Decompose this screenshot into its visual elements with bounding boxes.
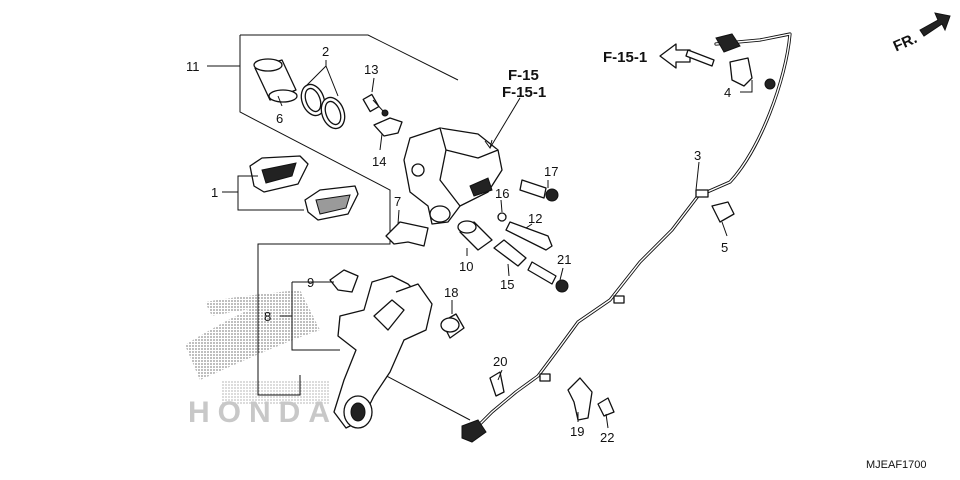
sensor-wire <box>474 32 792 430</box>
watermark-logo: HONDA <box>185 290 338 429</box>
label-21: 21 <box>557 252 571 267</box>
bleed-valve <box>362 93 389 117</box>
label-3: 3 <box>694 148 701 163</box>
caliper-bolt <box>519 179 559 202</box>
bracket-grommet <box>764 78 776 90</box>
reference-label-bottom: F-15-1 <box>502 84 546 101</box>
label-7: 7 <box>394 194 401 209</box>
label-2: 2 <box>322 44 329 59</box>
label-12: 12 <box>528 211 542 226</box>
front-label: FR. <box>891 30 920 55</box>
label-5: 5 <box>721 240 728 255</box>
label-1: 1 <box>211 185 218 200</box>
pin-sleeve <box>493 239 527 267</box>
brake-pads <box>249 155 359 221</box>
sensor-bolt <box>489 371 505 397</box>
mount-bolt <box>685 49 715 67</box>
wire-bracket <box>729 57 753 87</box>
label-11: 11 <box>186 59 200 74</box>
pad-retainer-clip <box>385 221 429 247</box>
label-9: 9 <box>307 275 314 290</box>
label-8: 8 <box>264 309 271 324</box>
piston <box>253 58 298 103</box>
label-4: 4 <box>724 85 731 100</box>
sensor-stay <box>567 377 593 421</box>
label-14: 14 <box>372 154 386 169</box>
label-18: 18 <box>444 285 458 300</box>
part-labels: 11 2 6 13 14 1 7 9 8 10 15 16 12 17 21 1… <box>186 44 927 471</box>
reference-arrow-label: F-15-1 <box>603 49 647 66</box>
stay-bolt <box>597 397 615 417</box>
sleeve <box>457 220 493 251</box>
label-17: 17 <box>544 164 558 179</box>
label-15: 15 <box>500 277 514 292</box>
label-19: 19 <box>570 424 584 439</box>
wire-clamp <box>711 201 735 223</box>
label-6: 6 <box>276 111 283 126</box>
piston-seals <box>300 83 346 130</box>
slide-pin <box>505 221 553 251</box>
boot <box>440 313 465 339</box>
label-22: 22 <box>600 430 614 445</box>
bracket-clip <box>329 269 359 293</box>
reference-arrow: F-15-1 <box>603 43 691 69</box>
watermark-text: HONDA <box>188 396 338 429</box>
caliper-bracket <box>333 275 433 429</box>
bleed-cap <box>373 117 403 137</box>
speed-sensor <box>461 419 487 443</box>
leader-lines <box>207 60 753 429</box>
front-arrow-icon: FR. <box>891 12 951 55</box>
label-20: 20 <box>493 354 507 369</box>
caliper-body <box>403 127 503 225</box>
reference-label-top: F-15 <box>508 67 539 84</box>
label-10: 10 <box>459 259 473 274</box>
label-13: 13 <box>364 62 378 77</box>
sensor-connector <box>715 33 741 53</box>
washer <box>497 212 507 222</box>
diagram-code: MJEAF1700 <box>866 459 927 471</box>
label-16: 16 <box>495 186 509 201</box>
bracket-bolt <box>527 261 569 293</box>
